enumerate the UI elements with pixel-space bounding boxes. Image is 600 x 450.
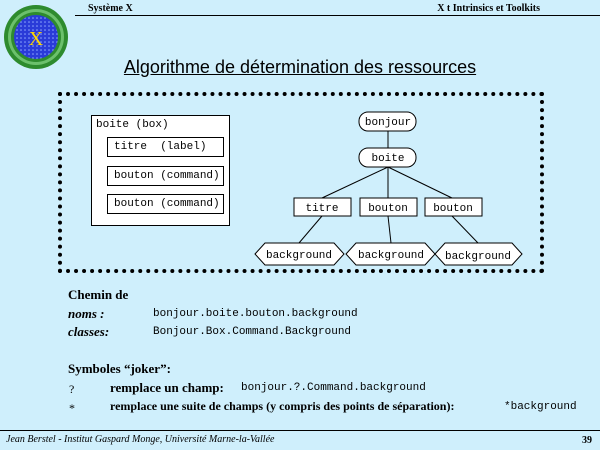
boite-box-title: boite (box) <box>96 119 169 131</box>
node-titre <box>293 197 352 217</box>
node-background-3 <box>434 242 523 266</box>
node-background-2-label: background <box>358 250 424 262</box>
box-item-bouton-1: bouton (command) <box>107 166 224 186</box>
joker-desc-star: remplace une suite de champs (y compris … <box>110 399 455 413</box>
logo-x-emblem: X <box>4 5 68 69</box>
node-bouton-2 <box>424 197 483 217</box>
noms-label: noms : <box>68 306 105 321</box>
classes-label: classes: <box>68 324 110 339</box>
page-number: 39 <box>582 435 592 446</box>
slide-title: Algorithme de détermination des ressourc… <box>123 57 477 77</box>
joker-symbol-question: ? <box>69 382 75 396</box>
box-item-bouton-2: bouton (command) <box>107 194 224 214</box>
node-background-1-label: background <box>266 250 332 262</box>
box-item-titre: titre (label) <box>107 137 224 157</box>
node-bouton-2-label: bouton <box>433 203 473 215</box>
joker-example-question: bonjour.?.Command.background <box>241 382 426 394</box>
joker-symbol-star: * <box>69 401 75 415</box>
footer-credit: Jean Berstel - Institut Gaspard Monge, U… <box>6 434 275 445</box>
logo-text: X <box>29 28 44 50</box>
header-left: Système X <box>88 3 133 14</box>
jokers-heading: Symboles “joker”: <box>68 361 171 376</box>
noms-value: bonjour.boite.bouton.background <box>153 308 358 320</box>
diagram-frame <box>58 92 544 273</box>
footer-rule <box>0 430 600 431</box>
header-right: X t Intrinsics et Toolkits <box>437 3 540 14</box>
boite-box-panel: boite (box) titre (label) bouton (comman… <box>91 115 230 226</box>
node-titre-label: titre <box>305 203 338 215</box>
chemin-heading: Chemin de <box>68 287 129 302</box>
node-bouton-1-label: bouton <box>368 203 408 215</box>
node-boite-label: boite <box>371 153 404 165</box>
joker-example-star: *background <box>504 401 577 413</box>
node-background-3-label: background <box>445 251 511 263</box>
node-boite <box>358 147 417 168</box>
node-bouton-1 <box>359 197 418 217</box>
header-rule <box>75 15 600 16</box>
node-background-1 <box>254 242 345 266</box>
node-bonjour-label: bonjour <box>365 117 411 129</box>
node-bonjour <box>358 111 417 132</box>
joker-desc-question: remplace un champ: <box>110 380 224 395</box>
classes-value: Bonjour.Box.Command.Background <box>153 326 352 338</box>
